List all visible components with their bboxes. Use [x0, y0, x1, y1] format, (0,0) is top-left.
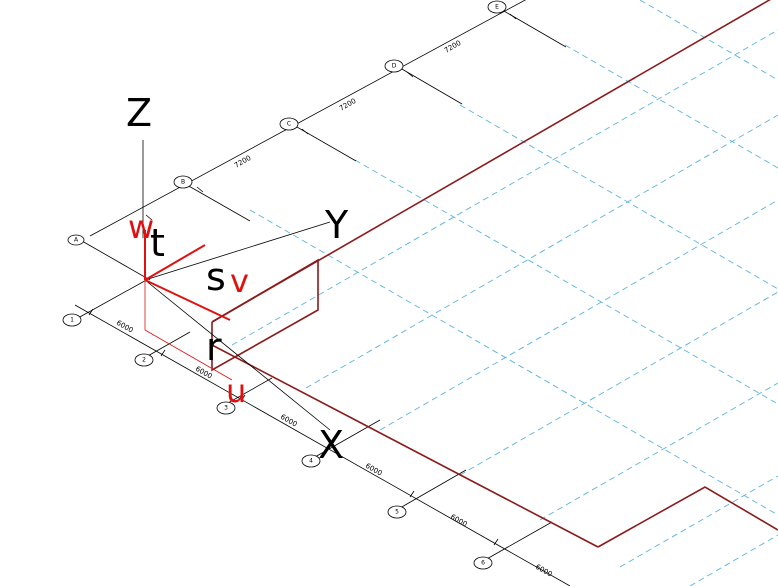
- global-axis-y-label: Y: [324, 203, 349, 247]
- dimension-label-bottom: 6000: [534, 563, 553, 579]
- grid-bubble-D[interactable]: D: [384, 59, 404, 73]
- local-axes-red: [144, 230, 231, 321]
- local-axis-u-label: u: [226, 372, 246, 410]
- local-axis-s-label: s: [206, 255, 226, 299]
- grid-bubble-1[interactable]: 1: [62, 313, 82, 327]
- grid-bubble-E[interactable]: E: [487, 0, 507, 14]
- grid-bubble-2[interactable]: 2: [134, 353, 154, 367]
- dimension-label-top: 7200: [338, 97, 357, 113]
- dashed-grid-y: [231, 29, 778, 586]
- grid-bubble-3[interactable]: 3: [216, 401, 236, 415]
- grid-bubble-C[interactable]: C: [279, 117, 299, 131]
- local-axis-w-label: w: [128, 208, 154, 246]
- svg-text:C: C: [287, 121, 291, 128]
- local-axis-v-label: v: [230, 262, 249, 300]
- svg-text:6: 6: [481, 560, 485, 567]
- svg-text:B: B: [181, 179, 185, 186]
- local-axis-t-label: t: [150, 221, 165, 265]
- dimension-label-bottom: 6000: [449, 513, 468, 529]
- dimension-line-top: [81, 0, 567, 281]
- svg-text:D: D: [392, 63, 397, 70]
- svg-text:3: 3: [224, 405, 228, 412]
- grid-bubble-A[interactable]: A: [67, 234, 85, 246]
- dimension-label-bottom: 6000: [115, 319, 134, 335]
- dimension-ticks: [88, 13, 517, 546]
- grid-bubble-6[interactable]: 6: [473, 556, 493, 570]
- grid-bubble-5[interactable]: 5: [387, 505, 407, 519]
- dimension-line-bottom: [74, 277, 571, 586]
- dashed-grid-x: [249, 0, 778, 516]
- global-axis-z-label: Z: [126, 91, 152, 135]
- dimension-label-top: 7200: [233, 154, 252, 170]
- global-axis-x-label: X: [318, 423, 344, 467]
- global-x-axis-line: [144, 279, 331, 431]
- svg-text:2: 2: [142, 357, 146, 364]
- grid-bubble-B[interactable]: B: [173, 175, 193, 189]
- structural-frame[interactable]: [211, 0, 778, 548]
- svg-text:4: 4: [309, 458, 313, 465]
- dimension-label-top: 7200: [443, 39, 462, 55]
- grid-bubble-4[interactable]: 4: [301, 454, 321, 468]
- svg-text:E: E: [495, 4, 499, 11]
- svg-text:1: 1: [70, 317, 74, 324]
- dimension-label-bottom: 6000: [364, 462, 383, 478]
- global-y-axis-line: [144, 221, 331, 281]
- local-axes-red-thin: [144, 280, 233, 381]
- svg-text:5: 5: [395, 509, 399, 516]
- local-axis-r-label: r: [206, 325, 222, 369]
- svg-text:A: A: [74, 237, 79, 244]
